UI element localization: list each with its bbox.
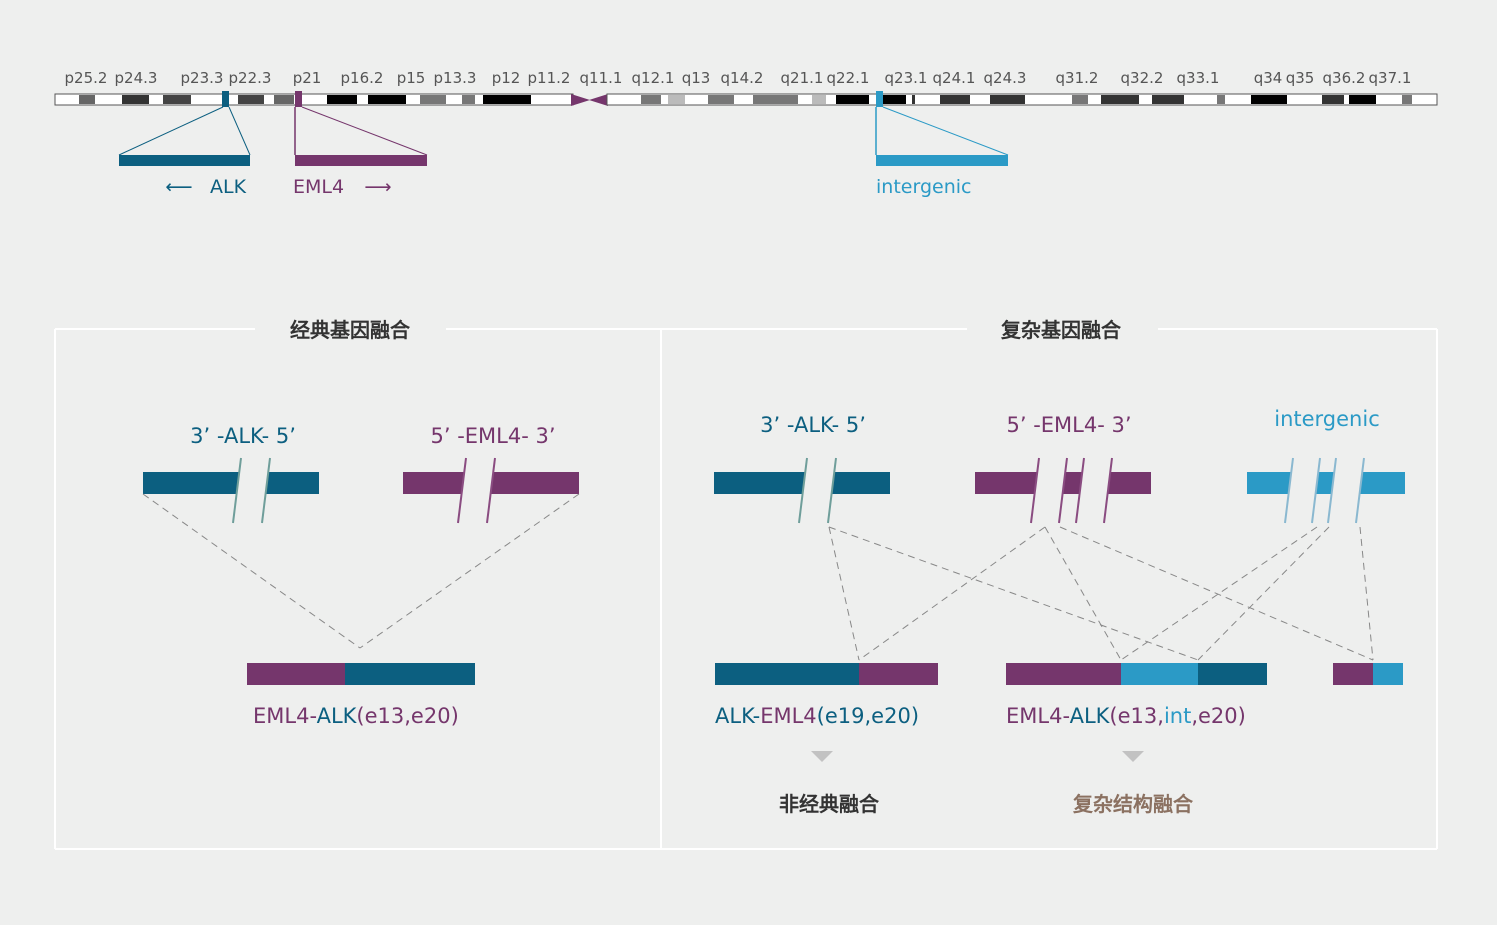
- fusion2-eml4-segment: [1006, 663, 1121, 685]
- band-label: q23.1: [885, 69, 928, 87]
- fusion-part-alk: ALK: [715, 704, 756, 728]
- classic-alk-gene-bar: [143, 472, 319, 494]
- down-triangle-icon: [811, 751, 833, 762]
- eml4-direction-arrow: ⟶: [364, 176, 391, 198]
- classic-fusion-alk-segment: [345, 663, 475, 685]
- complex-panel-title: 复杂基因融合: [1000, 318, 1122, 342]
- band-label: q13: [682, 69, 711, 87]
- break-mark: [1075, 457, 1085, 524]
- fusion3-intergenic-segment: [1373, 663, 1403, 685]
- complex-structure-fusion-label: 复杂结构融合: [1072, 792, 1194, 816]
- complex-eml4-label: 5’ -EML4- 3’: [1006, 413, 1131, 437]
- fusion-dash: -: [753, 704, 761, 728]
- band-label: p25.2: [65, 69, 108, 87]
- fusion-part-alk: ALK: [317, 704, 358, 728]
- intergenic-label: intergenic: [876, 176, 971, 198]
- band-label: q31.2: [1056, 69, 1099, 87]
- band-label: p16.2: [341, 69, 384, 87]
- classic-fusion-eml4-segment: [247, 663, 345, 685]
- alk-gene-label: ALK: [210, 176, 247, 198]
- break-mark: [1327, 457, 1337, 524]
- panels-frame: [54, 328, 1438, 850]
- band-label: q36.2: [1323, 69, 1366, 87]
- eml4-locus-callout: [294, 91, 428, 166]
- alk-locus-callout: [118, 91, 251, 166]
- eml4-gene-label: EML4: [293, 176, 344, 198]
- chromosome-band-labels: p25.2 p24.3 p23.3 p22.3 p21 p16.2 p15 p1…: [65, 69, 1412, 87]
- non-classic-fusion-label: 非经典融合: [779, 792, 880, 816]
- down-triangle-icon: [1122, 751, 1144, 762]
- break-mark: [1103, 457, 1113, 524]
- fusion1-alk-segment: [715, 663, 859, 685]
- band-label: p22.3: [229, 69, 272, 87]
- break-mark: [1058, 457, 1068, 524]
- fusion-part-eml4: EML4: [760, 704, 816, 728]
- band-label: q34: [1254, 69, 1283, 87]
- fusion2-intergenic-segment: [1121, 663, 1198, 685]
- band-label: q35: [1286, 69, 1315, 87]
- band-label: p21: [293, 69, 322, 87]
- band-label: p23.3: [181, 69, 224, 87]
- break-mark: [1311, 457, 1321, 524]
- break-mark: [1355, 457, 1365, 524]
- complex-alk-gene-bar: [714, 472, 890, 494]
- band-label: p15: [397, 69, 426, 87]
- fusion3-eml4-segment: [1333, 663, 1373, 685]
- break-mark: [232, 457, 242, 524]
- band-label: q14.2: [721, 69, 764, 87]
- fusion-dash: -: [309, 704, 316, 728]
- break-mark: [457, 457, 467, 524]
- band-label: q33.1: [1177, 69, 1220, 87]
- band-label: p11.2: [528, 69, 571, 87]
- fusion-exons-close: ,e20): [1191, 704, 1246, 728]
- break-mark: [1284, 457, 1294, 524]
- band-label: q22.1: [827, 69, 870, 87]
- classic-fusion-label: EML4-ALK(e13,e20): [253, 704, 459, 728]
- band-label: p12: [492, 69, 521, 87]
- band-label: q12.1: [632, 69, 675, 87]
- break-mark: [798, 457, 808, 524]
- fusion-exons: (e19,e20): [817, 704, 919, 728]
- fusion-part-eml4: EML4: [253, 704, 309, 728]
- classic-eml4-label: 5’ -EML4- 3’: [430, 424, 555, 448]
- fusion-part-eml4: EML4: [1006, 704, 1062, 728]
- band-label: q24.3: [984, 69, 1027, 87]
- classic-alk-label: 3’ -ALK- 5’: [190, 424, 296, 448]
- fusion-exons-open: (e13,: [1109, 704, 1164, 728]
- fusion2-alk-segment: [1198, 663, 1267, 685]
- alk-direction-arrow: ⟵: [165, 176, 192, 198]
- complex-fusion1-label: ALK-EML4(e19,e20): [715, 704, 919, 728]
- classic-fusion-panel: 3’ -ALK- 5’ 5’ -EML4- 3’ EML4-ALK(e13,e2…: [142, 424, 580, 728]
- fusion-part-alk: ALK: [1070, 704, 1111, 728]
- chromosome-ideogram: [54, 93, 1438, 106]
- band-label: p13.3: [434, 69, 477, 87]
- break-mark: [261, 457, 271, 524]
- complex-intergenic-bar: [1247, 472, 1405, 494]
- complex-fusion-panel: 3’ -ALK- 5’ 5’ -EML4- 3’ intergenic: [714, 407, 1405, 816]
- fusion-part-int: int: [1164, 704, 1191, 728]
- band-label: q24.1: [933, 69, 976, 87]
- fusion-dash: -: [1062, 704, 1069, 728]
- band-label: q37.1: [1369, 69, 1412, 87]
- band-label: q21.1: [781, 69, 824, 87]
- complex-fusion2-label: EML4-ALK(e13,int,e20): [1006, 704, 1246, 728]
- intergenic-locus-callout: [875, 91, 1009, 166]
- break-mark: [486, 457, 496, 524]
- break-mark: [1030, 457, 1040, 524]
- band-label: q32.2: [1121, 69, 1164, 87]
- fusion1-eml4-segment: [859, 663, 938, 685]
- complex-intergenic-label: intergenic: [1274, 407, 1380, 431]
- break-mark: [827, 457, 837, 524]
- classic-panel-title: 经典基因融合: [290, 318, 411, 342]
- fusion-exons: (e13,e20): [356, 704, 458, 728]
- complex-alk-label: 3’ -ALK- 5’: [760, 413, 866, 437]
- band-label: p24.3: [115, 69, 158, 87]
- band-label: q11.1: [580, 69, 623, 87]
